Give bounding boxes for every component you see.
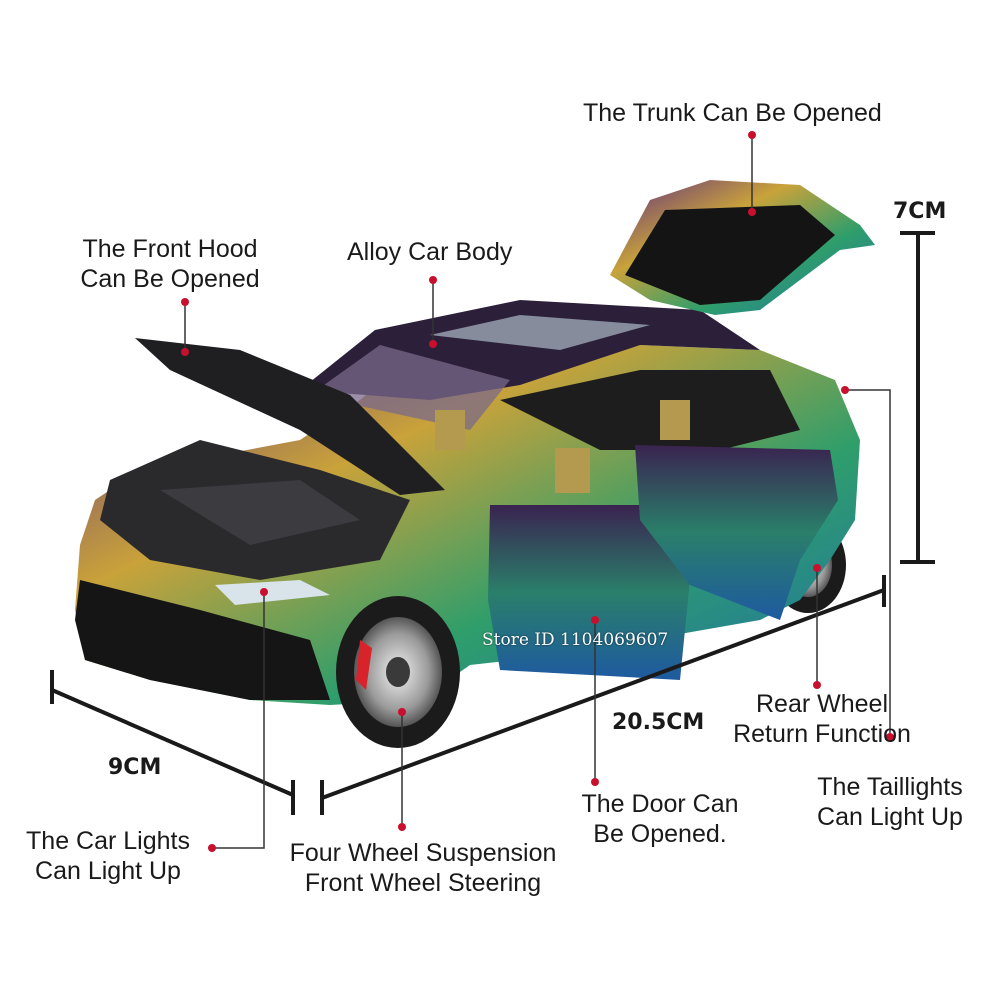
label-suspension-line2: Front Wheel Steering — [304, 869, 542, 897]
label-front-hood: The Front Hood Can Be Opened — [70, 234, 270, 294]
label-car-lights: The Car Lights Can Light Up — [18, 826, 198, 886]
sunroof — [430, 315, 650, 350]
front-wheel — [336, 596, 460, 748]
seat — [435, 410, 465, 450]
label-car-lights-line2: Can Light Up — [35, 857, 181, 885]
label-suspension: Four Wheel Suspension Front Wheel Steeri… — [278, 838, 568, 898]
leader-lines — [184, 135, 891, 849]
label-alloy-body: Alloy Car Body — [347, 238, 513, 266]
dimension-height: 7CM — [893, 199, 947, 224]
label-trunk: The Trunk Can Be Opened — [583, 99, 882, 127]
label-door-line2: Be Opened. — [593, 820, 727, 848]
label-front-hood-line1: The Front Hood — [82, 235, 258, 263]
label-suspension-line1: Four Wheel Suspension — [289, 839, 557, 867]
dimension-length: 20.5CM — [612, 710, 705, 735]
label-rear-wheel-line1: Rear Wheel — [756, 690, 888, 718]
label-rear-wheel-line2: Return Function — [733, 720, 911, 748]
label-rear-wheel: Rear Wheel Return Function — [722, 689, 922, 749]
trunk-glass — [625, 205, 835, 305]
rear-door — [635, 445, 838, 620]
label-car-lights-line1: The Car Lights — [26, 827, 190, 855]
front-door — [488, 505, 700, 680]
label-taillights-line1: The Taillights — [817, 773, 963, 801]
seat — [660, 400, 690, 440]
headlight — [215, 580, 330, 605]
interior — [500, 370, 800, 450]
store-watermark: Store ID 1104069607 — [482, 630, 669, 650]
label-front-hood-line2: Can Be Opened — [80, 265, 260, 293]
label-taillights: The Taillights Can Light Up — [800, 772, 980, 832]
seat — [555, 448, 590, 493]
open-hood — [135, 338, 445, 495]
label-door-line1: The Door Can — [581, 790, 739, 818]
windshield — [310, 345, 510, 430]
label-taillights-line2: Can Light Up — [817, 803, 963, 831]
label-door: The Door Can Be Opened. — [570, 789, 750, 849]
dimension-width: 9CM — [108, 755, 162, 780]
callout-markers — [181, 131, 894, 852]
engine-cover — [160, 480, 360, 545]
front-grille — [75, 580, 330, 700]
dimension-lines — [50, 231, 935, 815]
